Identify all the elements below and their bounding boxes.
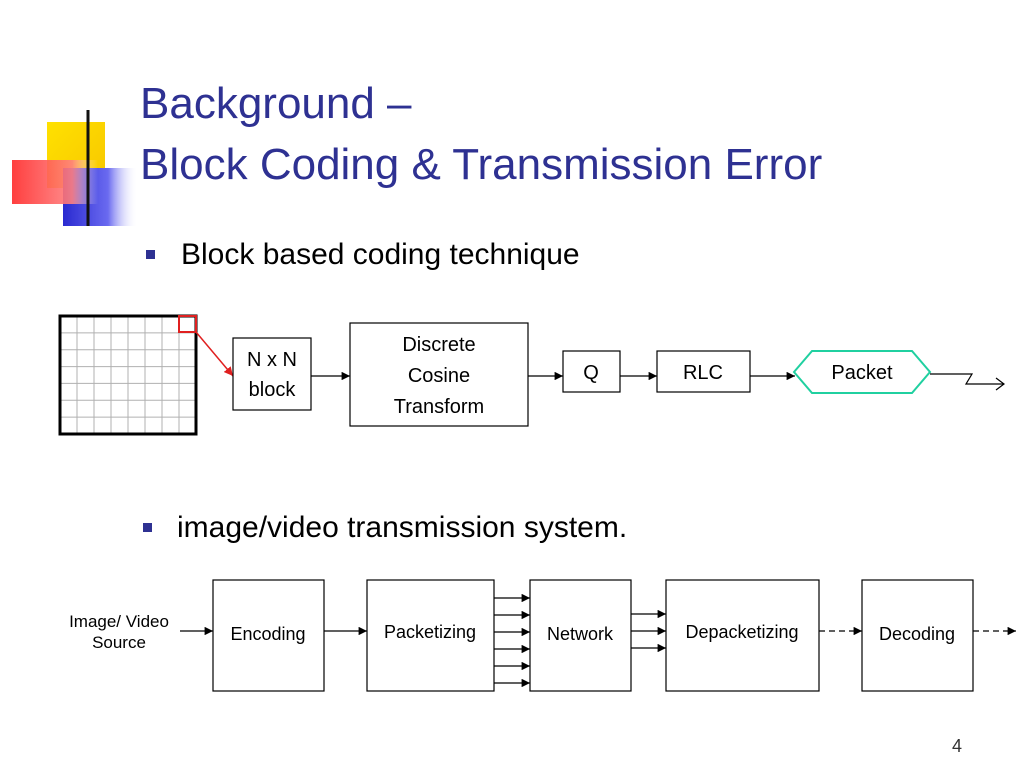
page-number: 4 (952, 736, 962, 756)
dct-label-1: Discrete (402, 334, 475, 356)
block-coding-pipeline: N x N block Discrete Cosine Transform Q … (58, 314, 1005, 436)
nxn-block-box (232, 337, 312, 411)
title-line-2: Block Coding & Transmission Error (140, 140, 822, 189)
quantizer-label: Q (583, 362, 599, 384)
decoding-label: Decoding (879, 624, 955, 644)
packet-label: Packet (831, 362, 893, 384)
highlighted-block (178, 315, 197, 333)
bullet-marker (146, 250, 155, 259)
packetizing-label: Packetizing (384, 622, 476, 642)
dct-label-2: Cosine (408, 365, 470, 387)
bullet-marker (143, 523, 152, 532)
bullet-text-1: Block based coding technique (181, 238, 580, 271)
nxn-block-label-1: N x N (247, 349, 297, 371)
quantizer-box (562, 350, 621, 393)
packet-arrows-to-network (494, 593, 530, 688)
encoding-label: Encoding (230, 624, 305, 644)
packet-arrows-to-depacketizing (631, 609, 666, 653)
rlc-box (656, 350, 751, 393)
red-square (12, 160, 98, 204)
dct-label-3: Transform (394, 396, 484, 418)
title-line-1: Background – (140, 79, 412, 128)
image-grid (58, 314, 198, 436)
rlc-label: RLC (683, 362, 723, 384)
network-box (529, 579, 632, 692)
block-zoom-arrow (195, 331, 234, 377)
image-frame (58, 314, 198, 436)
source-label-2: Source (92, 633, 146, 652)
nxn-block-label-2: block (249, 379, 297, 401)
decorative-corner-graphic (12, 110, 1000, 226)
depacketizing-box (665, 579, 820, 692)
dct-box (349, 322, 529, 427)
network-label: Network (547, 624, 614, 644)
encoding-box (212, 579, 325, 692)
packet-output-line (930, 373, 1004, 385)
decoding-box (861, 579, 974, 692)
packet-output-arrowhead (995, 377, 1005, 391)
bullet-text-2: image/video transmission system. (177, 511, 627, 544)
source-label-1: Image/ Video (69, 612, 169, 631)
packetizing-box (366, 579, 495, 692)
depacketizing-label: Depacketizing (685, 622, 798, 642)
transmission-system-pipeline: Image/ Video Source Encoding Packetizing… (69, 579, 1016, 692)
packet-hexagon (792, 350, 932, 394)
